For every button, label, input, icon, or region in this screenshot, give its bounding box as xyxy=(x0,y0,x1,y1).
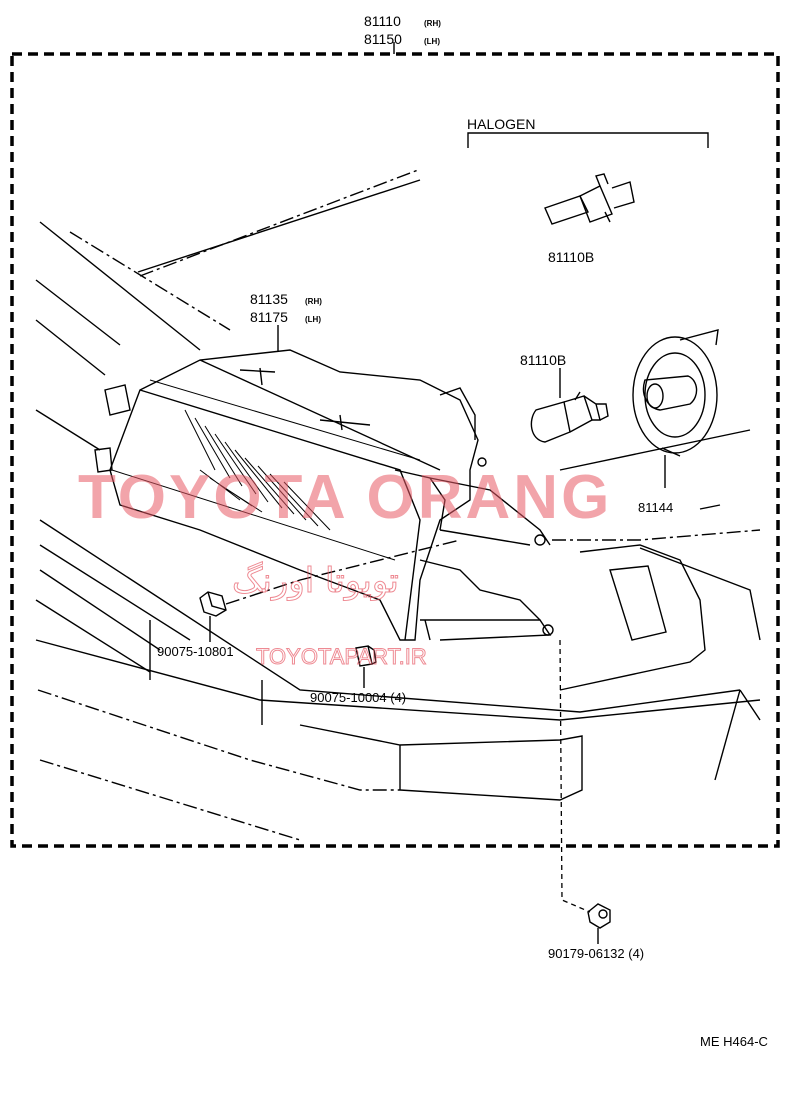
car-body-outline xyxy=(35,169,761,841)
assembly-frame xyxy=(10,52,780,848)
headlamp-unit xyxy=(94,349,554,641)
assembly-part-lh: 81150 xyxy=(364,31,402,47)
bulb-part: 81110B xyxy=(520,352,566,368)
assembly-rh-tag: (RH) xyxy=(424,19,441,28)
halogen-bulb-part: 81110B xyxy=(548,249,594,265)
diagram-code: ME H464-C xyxy=(700,1034,768,1049)
bolt-icon xyxy=(587,903,611,929)
unit-lh-tag: (LH) xyxy=(305,315,321,324)
watermark-site: TOYOTAPART.IR xyxy=(256,644,427,669)
watermark-persian: تویوتا اورنگ xyxy=(232,561,399,601)
unit-part-lh: 81175 xyxy=(250,309,288,325)
bolt-part: 90179-06132 (4) xyxy=(548,946,644,961)
unit-rh-tag: (RH) xyxy=(305,297,322,306)
socket-cover-leader-tail xyxy=(699,504,721,510)
clip-icon xyxy=(199,591,227,617)
halogen-title: HALOGEN xyxy=(467,116,535,132)
unit-part-rh: 81135 xyxy=(250,291,288,307)
bolt-guide xyxy=(559,639,591,913)
nut-part: 90075-10004 (4) xyxy=(310,690,406,705)
halogen-bulb-icon xyxy=(544,173,635,225)
socket-cover-part: 81144 xyxy=(638,500,673,515)
clip-guide xyxy=(225,539,461,605)
clip-part: 90075-10801 xyxy=(157,644,234,659)
assembly-lh-tag: (LH) xyxy=(424,37,440,46)
halogen-bracket xyxy=(467,132,709,148)
bulb-icon xyxy=(530,391,609,443)
watermark-brand: TOYOTA ORANG xyxy=(78,463,612,532)
nut-icon xyxy=(355,645,377,667)
socket-cover-icon xyxy=(632,329,719,457)
assembly-part-rh: 81110 xyxy=(364,13,401,29)
